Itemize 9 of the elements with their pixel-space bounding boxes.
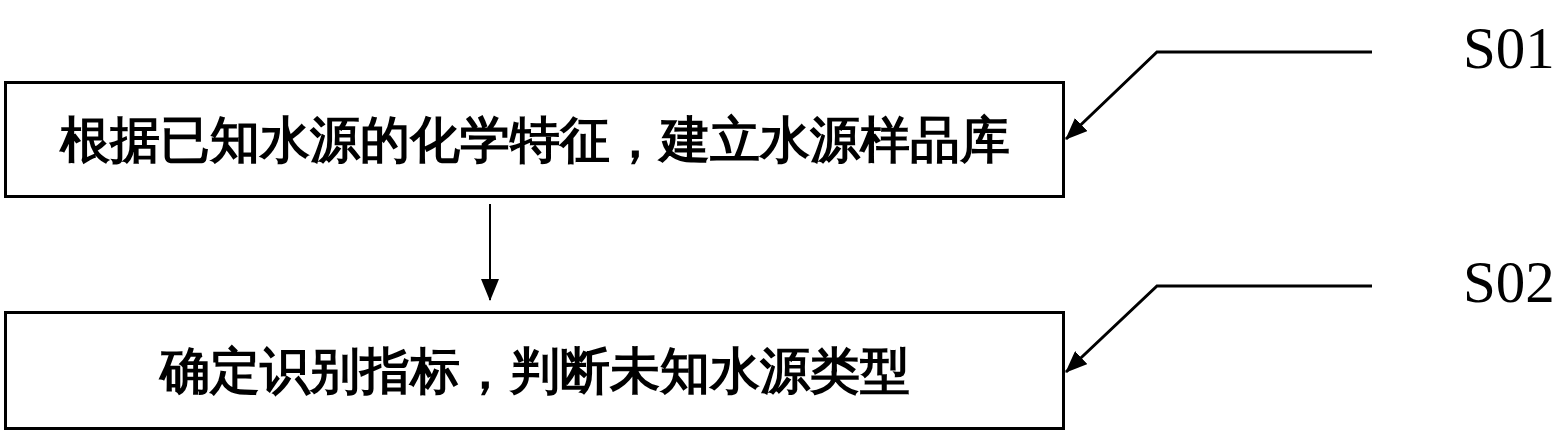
process-box	[4, 311, 1065, 430]
step-number: S01	[1463, 19, 1555, 78]
process-box	[4, 81, 1065, 198]
step-number: S02	[1463, 253, 1555, 312]
step-text: 根据已知水源的化学特征，建立水源样品库	[59, 114, 1010, 165]
leader-arrow	[1064, 50, 1372, 141]
step-text: 确定识别指标，判断未知水源类型	[159, 345, 910, 396]
arrow	[481, 203, 499, 301]
leader-arrow	[1064, 284, 1372, 374]
